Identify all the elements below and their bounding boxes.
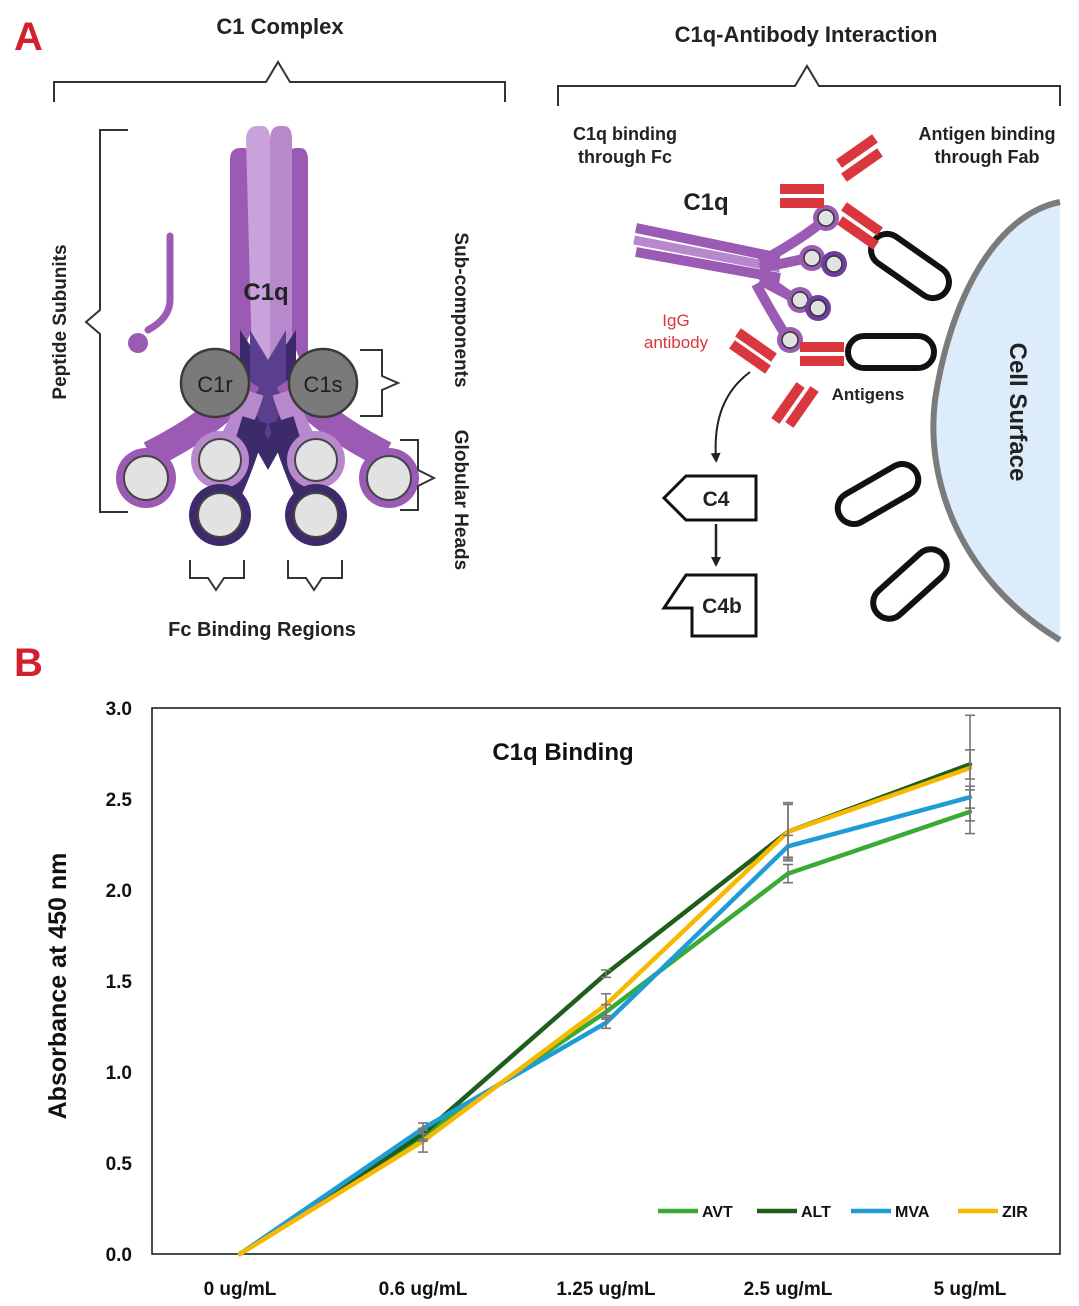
peptide-subunits-brace	[84, 129, 128, 513]
globular-heads	[116, 431, 419, 546]
globular-heads-brace	[400, 439, 437, 511]
c4b-label: C4b	[702, 595, 742, 618]
panel-b-letter: B	[14, 641, 43, 685]
y-axis-label: Absorbance at 450 nm	[44, 853, 72, 1120]
c1s-label: C1s	[303, 372, 342, 397]
x-tick-label: 0 ug/mL	[204, 1279, 277, 1300]
antigens-label: Antigens	[832, 385, 905, 404]
error-bar-zir	[601, 992, 611, 1017]
c4-label: C4	[703, 488, 730, 511]
c1r-label: C1r	[197, 372, 232, 397]
cell-surface-label: Cell Surface	[1004, 343, 1031, 482]
c1q-molecule	[633, 205, 847, 353]
igg-antibodies	[729, 134, 883, 428]
globular-heads-label: Globular Heads	[450, 430, 471, 570]
y-tick-labels: 0.0 0.5 1.0 1.5 2.0 2.5 3.0	[106, 699, 133, 1266]
fab-label-line2: through Fab	[935, 147, 1040, 167]
legend-label-mva: MVA	[895, 1204, 930, 1221]
x-tick-label: 5 ug/mL	[934, 1279, 1007, 1300]
cell-membrane	[930, 199, 1062, 643]
x-tick-label: 2.5 ug/mL	[744, 1279, 833, 1300]
free-subunit-head	[128, 333, 148, 353]
series-lines	[237, 762, 973, 1257]
c1q-label-right: C1q	[683, 189, 728, 216]
igg-label-line2: antibody	[644, 333, 709, 352]
error-bar-mva	[601, 1016, 611, 1030]
y-tick-label: 2.5	[106, 790, 133, 811]
y-tick-label: 3.0	[106, 699, 132, 720]
fc-binding-regions-label: Fc Binding Regions	[168, 619, 356, 641]
panel-a-letter: A	[14, 15, 43, 59]
subcomponents-label: Sub-components	[450, 232, 471, 387]
c1q-binding-chart: C1q Binding Absorbance at 450 nm 0.0 0.5 1…	[44, 699, 1061, 1300]
x-tick-labels: 0 ug/mL 0.6 ug/mL 1.25 ug/mL 2.5 ug/mL 5 ug/…	[204, 1279, 1007, 1300]
c1r-subunit	[179, 347, 251, 419]
legend-label-avt: AVT	[702, 1204, 733, 1221]
x-tick-label: 0.6 ug/mL	[379, 1279, 468, 1300]
fc-bracket-left	[189, 560, 245, 592]
free-subunit	[144, 232, 174, 334]
c1-complex-title: C1 Complex	[216, 14, 344, 39]
y-tick-label: 1.5	[106, 972, 133, 993]
x-tick-label: 1.25 ug/mL	[556, 1279, 656, 1300]
c1s-subunit	[287, 347, 359, 419]
cell-surface	[933, 202, 1060, 640]
interaction-bracket	[557, 64, 1061, 106]
error-bar-avt	[783, 863, 793, 884]
chart-title: C1q Binding	[492, 739, 633, 766]
c1q-stalk	[230, 126, 308, 470]
c1q-label-left: C1q	[243, 279, 288, 306]
legend-label-alt: ALT	[801, 1204, 831, 1221]
error-bar-zir	[965, 714, 975, 822]
error-bar-alt	[601, 969, 611, 979]
y-tick-label: 0.0	[106, 1245, 132, 1266]
legend-label-zir: ZIR	[1002, 1204, 1028, 1221]
c4-shape	[661, 474, 758, 522]
c4b-shape	[661, 573, 758, 638]
error-bar-zir	[418, 1129, 428, 1153]
peptide-subunits-label: Peptide Subunits	[50, 244, 71, 399]
error-bars	[418, 714, 975, 1153]
y-tick-label: 2.0	[106, 881, 132, 902]
cleavage-arrow	[710, 371, 751, 463]
fc-bracket-right	[287, 560, 343, 592]
c1-complex-bracket	[53, 60, 506, 102]
c1-complex-panel: C1 Complex Peptide Subunits C1q	[50, 14, 506, 641]
error-bar-zir	[783, 801, 793, 862]
plot-frame	[151, 707, 1061, 1255]
y-tick-label: 0.5	[106, 1154, 133, 1175]
y-tick-label: 1.0	[106, 1063, 132, 1084]
c1q-fc-label-line1: C1q binding	[573, 124, 677, 144]
subcomponents-brace	[360, 349, 401, 417]
interaction-title: C1q-Antibody Interaction	[675, 22, 938, 47]
c1q-fc-label-line2: through Fc	[578, 147, 672, 167]
legend: AVT ALT MVA ZIR	[658, 1204, 1028, 1221]
fab-label-line1: Antigen binding	[919, 124, 1056, 144]
igg-label-line1: IgG	[662, 311, 689, 330]
c1q-antibody-panel: C1q-Antibody Interaction C1q binding thr…	[557, 22, 1062, 643]
